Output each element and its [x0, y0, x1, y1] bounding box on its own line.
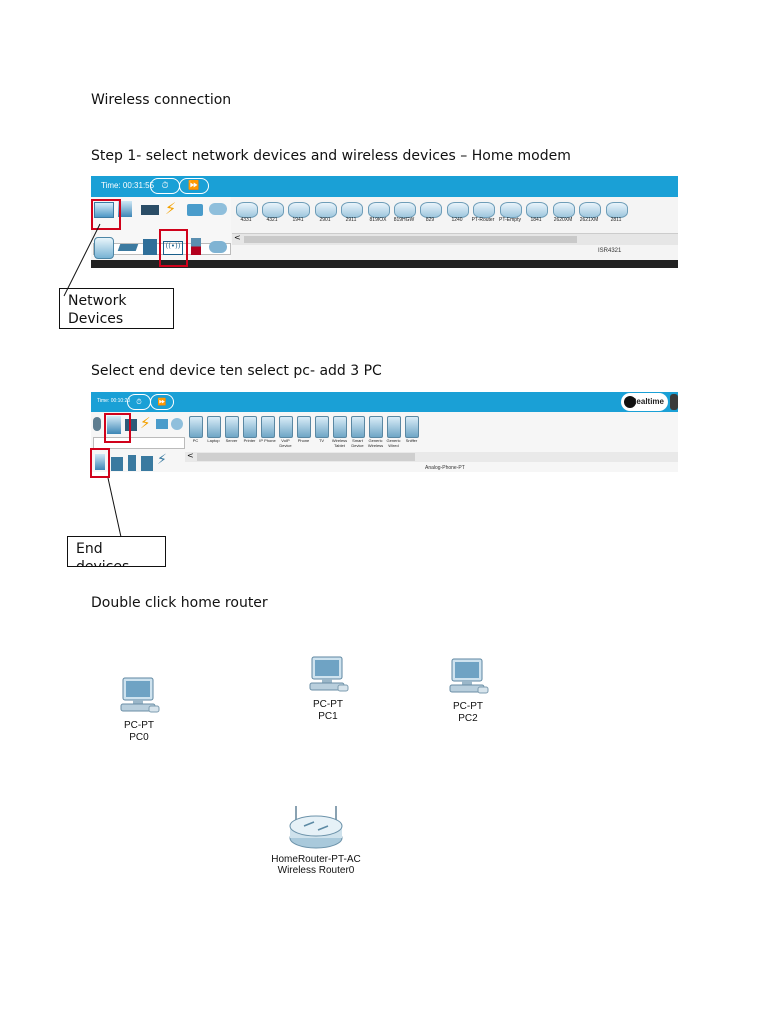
device-wireless-tablet[interactable]: Wireless Tablet: [331, 416, 348, 448]
model-1841[interactable]: 1841: [524, 200, 548, 226]
pc-icon: [309, 656, 349, 692]
industrial-icon[interactable]: [141, 456, 153, 471]
model-2620xm[interactable]: 2620XM: [551, 200, 575, 226]
wireless-router-icon: [289, 806, 343, 849]
screenshot-network-devices: Time: 00:31:55 ⏱ ⏩ ⚡ ((•)) 4331 4321 194…: [91, 176, 678, 268]
model-pt-empty[interactable]: PT-Empty: [498, 200, 522, 226]
hubs-icon[interactable]: [143, 239, 157, 255]
home-icon[interactable]: [111, 457, 123, 471]
model-pt-router[interactable]: PT-Router: [471, 200, 495, 226]
end-devices-icon[interactable]: [118, 201, 132, 217]
pointer-line-network-devices: [63, 223, 101, 297]
device-generic-wired[interactable]: Generic Wired: [385, 416, 402, 448]
time-display: Time: 00:10:20: [97, 398, 131, 404]
taskbar: [91, 260, 678, 268]
model-4331[interactable]: 4331: [234, 200, 258, 226]
network-devices-icon[interactable]: [93, 417, 101, 431]
highlight-network-devices: [91, 199, 121, 230]
model-829[interactable]: 829: [418, 200, 442, 226]
components-icon[interactable]: [125, 419, 137, 431]
device-category-panel: ⚡ ((•)): [91, 197, 231, 268]
home-router-node[interactable]: HomeRouter-PT-AC Wireless Router0: [262, 804, 370, 876]
device-scrollbar[interactable]: <: [185, 451, 678, 462]
components-icon[interactable]: [141, 205, 159, 215]
device-server[interactable]: Server: [223, 416, 240, 443]
security-icon[interactable]: [191, 238, 201, 255]
model-2901[interactable]: 2901: [313, 200, 337, 226]
model-1240[interactable]: 1240: [445, 200, 469, 226]
pc-icon: [449, 658, 489, 694]
screenshot-end-devices: Time: 00:10:20 ⏱ ⏩ Realtime ⚡ ⚡ PC Lapto…: [91, 392, 678, 472]
scroll-left-icon[interactable]: <: [187, 451, 194, 460]
router-type-label: HomeRouter-PT-AC: [271, 854, 361, 865]
device-sniffer[interactable]: Sniffer: [403, 416, 420, 443]
model-scrollbar[interactable]: <: [232, 233, 678, 245]
power-grid-icon[interactable]: ⚡: [157, 452, 167, 468]
network-devices-icon[interactable]: [94, 202, 114, 218]
pc2-node[interactable]: PC-PT PC2: [436, 657, 500, 725]
simulation-mode-icon[interactable]: [670, 394, 678, 410]
multiuser-icon[interactable]: [209, 203, 227, 215]
connections-icon[interactable]: ⚡: [165, 199, 177, 218]
misc-icon[interactable]: [187, 204, 203, 216]
multiuser-icon[interactable]: [171, 418, 183, 430]
model-819iox[interactable]: 819IOX: [366, 200, 390, 226]
router-name-label: Wireless Router0: [277, 865, 355, 876]
end-devices-sub-icon[interactable]: [95, 454, 105, 470]
model-2621xm[interactable]: 2621XM: [577, 200, 601, 226]
routers-icon[interactable]: [94, 237, 114, 259]
device-pc[interactable]: PC: [187, 416, 204, 443]
step3-instruction: Double click home router: [91, 595, 268, 611]
model-2811[interactable]: 2811: [604, 200, 628, 226]
device-printer[interactable]: Printer: [241, 416, 258, 443]
device-smart-device[interactable]: Smart Device: [349, 416, 366, 448]
pc-icon: [120, 677, 160, 713]
category-label-field: [93, 437, 185, 449]
highlight-wireless-devices: [159, 229, 188, 267]
model-819hgw[interactable]: 819HGW: [392, 200, 416, 226]
model-2911[interactable]: 2911: [339, 200, 363, 226]
highlight-end-devices: [104, 413, 131, 443]
heading-wireless-connection: Wireless connection: [91, 92, 232, 108]
device-laptop[interactable]: Laptop: [205, 416, 222, 443]
model-1941[interactable]: 1941: [286, 200, 310, 226]
scroll-thumb[interactable]: [244, 236, 577, 243]
step1-instruction: Step 1- select network devices and wirel…: [91, 148, 571, 164]
selected-model-label: Analog-Phone-PT: [425, 465, 465, 471]
callout-end-devices: End devices: [67, 536, 166, 567]
device-generic-wireless[interactable]: Generic Wireless: [367, 416, 384, 448]
model-4321[interactable]: 4321: [260, 200, 284, 226]
end-devices-icon[interactable]: [107, 416, 121, 434]
device-voip[interactable]: VoIP Device: [277, 416, 294, 448]
scroll-thumb[interactable]: [197, 453, 415, 461]
pc1-node[interactable]: PC-PT PC1: [296, 655, 360, 723]
top-bar: Time: 00:10:20 ⏱ ⏩ Realtime: [91, 392, 678, 412]
step2-instruction: Select end device ten select pc- add 3 P…: [91, 363, 382, 379]
realtime-mode-button[interactable]: Realtime: [621, 393, 668, 411]
callout-network-devices: Network Devices: [59, 288, 174, 329]
selected-model-label: ISR4321: [598, 248, 622, 254]
clock-icon: [624, 396, 636, 408]
wireless-devices-icon[interactable]: ((•)): [163, 241, 183, 255]
scroll-left-icon[interactable]: <: [234, 233, 241, 242]
misc-icon[interactable]: [156, 419, 168, 429]
device-tv[interactable]: TV: [313, 416, 330, 443]
device-ip-phone[interactable]: IP Phone: [259, 416, 276, 443]
fast-forward-icon[interactable]: ⏩: [179, 178, 209, 194]
fast-forward-icon[interactable]: ⏩: [150, 394, 174, 410]
pointer-line-end-devices: [107, 477, 122, 538]
highlight-end-devices-sub: [90, 448, 110, 478]
pc0-node[interactable]: PC-PT PC0: [107, 676, 171, 744]
smart-city-icon[interactable]: [128, 455, 136, 471]
time-display: Time: 00:31:55: [101, 181, 155, 190]
connections-icon[interactable]: ⚡: [140, 414, 151, 432]
top-bar: Time: 00:31:55 ⏱ ⏩: [91, 176, 678, 197]
wan-emulation-icon[interactable]: [209, 241, 227, 253]
device-phone[interactable]: Phone: [295, 416, 312, 443]
